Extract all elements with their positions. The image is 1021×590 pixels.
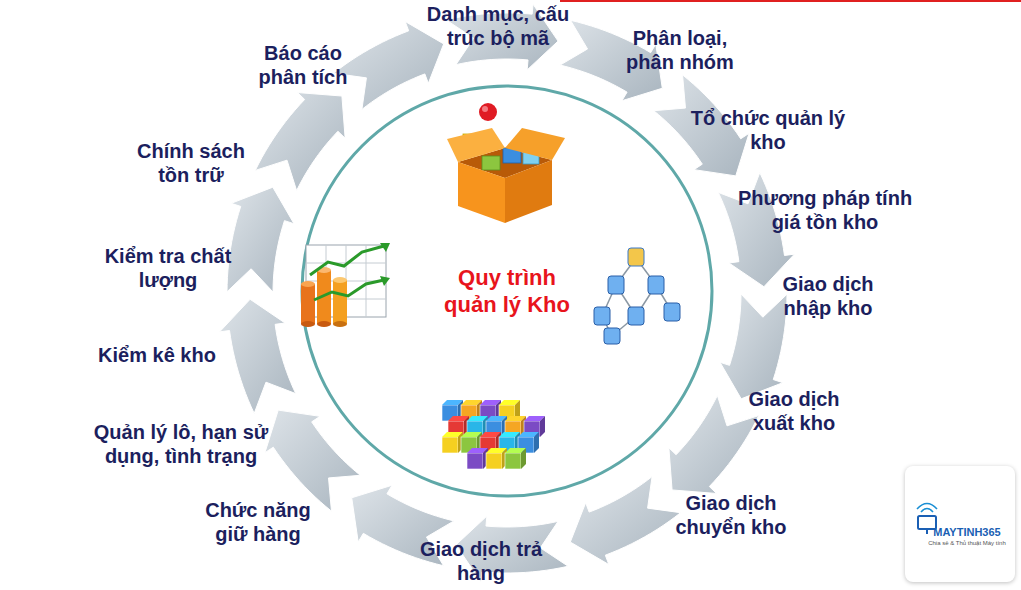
network-nodes xyxy=(594,248,680,344)
step-label: Kiểm tra chất lượng xyxy=(103,244,233,293)
step-label: Giao dịch nhập kho xyxy=(771,272,886,321)
cube xyxy=(486,416,507,437)
step-label: Giao dịch chuyển kho xyxy=(666,491,796,540)
cube xyxy=(467,416,488,437)
cube xyxy=(499,400,520,421)
step-label: Phân loại, phân nhóm xyxy=(615,26,745,75)
cubes-icon xyxy=(442,400,545,469)
logo-tagline: Chia sẻ & Thủ thuật Máy tính xyxy=(928,540,1006,548)
cube xyxy=(480,400,501,421)
cube xyxy=(486,448,507,469)
cycle-arrow-segment xyxy=(570,477,680,565)
cycle-arrow-segment xyxy=(220,299,296,413)
cube xyxy=(467,448,488,469)
logo-name: MAYTINH365 xyxy=(933,526,1000,540)
step-label: Chính sách tồn trữ xyxy=(121,139,261,188)
step-label: Danh mục, cấu trúc bộ mã xyxy=(423,2,573,51)
cube xyxy=(518,432,539,453)
step-label: Kiểm kê kho xyxy=(77,343,237,367)
cube xyxy=(442,432,463,453)
step-label: Báo cáo phân tích xyxy=(246,41,361,90)
cube xyxy=(461,400,482,421)
cube xyxy=(524,416,545,437)
center-circle: Quy trình quản lý Kho xyxy=(300,84,714,498)
step-label: Phương pháp tính giá tồn kho xyxy=(735,186,915,235)
cube xyxy=(448,416,469,437)
cube xyxy=(505,416,526,437)
step-label: Giao dịch trả hàng xyxy=(406,537,556,586)
step-label: Chức năng giữ hàng xyxy=(191,498,326,547)
step-label: Tổ chức quản lý kho xyxy=(688,106,848,155)
logo-box: MAYTINH365Chia sẻ & Thủ thuật Máy tính xyxy=(905,466,1015,582)
center-title: Quy trình quản lý Kho xyxy=(437,264,577,319)
step-label: Quản lý lô, hạn sử dụng, tình trạng xyxy=(74,420,289,469)
logo-icon xyxy=(917,504,937,535)
box-icon xyxy=(447,103,565,223)
top-rule xyxy=(560,0,1021,2)
cube xyxy=(442,400,463,421)
cube xyxy=(461,432,482,453)
cube xyxy=(505,448,526,469)
network-icon xyxy=(602,258,672,336)
cycle-arrow-segment xyxy=(227,187,294,292)
cube xyxy=(480,432,501,453)
cube xyxy=(499,432,520,453)
cycle-arrow-segment xyxy=(265,410,360,511)
cycle-arrow-segment xyxy=(669,395,759,493)
cycle-arrow-segment xyxy=(333,21,443,109)
circle-outline xyxy=(300,84,714,498)
cycle-arrow-segment xyxy=(720,294,787,399)
chart-icon xyxy=(301,243,390,327)
step-label: Giao dịch xuất kho xyxy=(737,387,852,436)
cycle-arrow-segment xyxy=(255,93,345,191)
